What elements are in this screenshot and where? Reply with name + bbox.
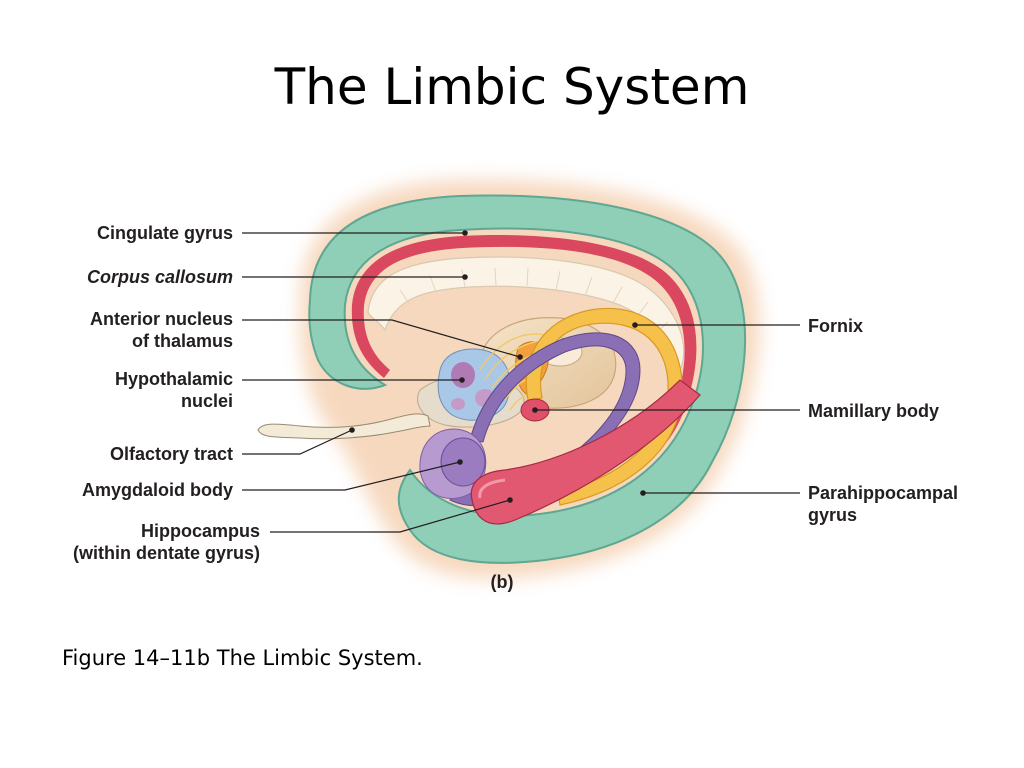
stria-terminalis-shape: [449, 332, 641, 507]
label-anterior-nucleus-line2: of thalamus: [132, 331, 233, 351]
cingulate-gyrus-shape: [308, 194, 747, 564]
slide-title: The Limbic System: [274, 58, 750, 116]
figure-caption: Figure 14–11b The Limbic System.: [62, 646, 423, 670]
labels-left: Cingulate gyrus Corpus callosum Anterior…: [73, 223, 260, 563]
label-parahippocampal-gyrus-line2: gyrus: [808, 505, 857, 525]
label-hippocampus-line2: (within dentate gyrus): [73, 543, 260, 563]
label-hypothalamic-nuclei-line1: Hypothalamic: [115, 369, 233, 389]
panel-label: (b): [491, 572, 514, 592]
label-cingulate-gyrus: Cingulate gyrus: [97, 223, 233, 243]
olfactory-tract-shape: [257, 413, 431, 440]
label-hippocampus-line1: Hippocampus: [141, 521, 260, 541]
label-fornix: Fornix: [808, 316, 863, 336]
label-anterior-nucleus-line1: Anterior nucleus: [90, 309, 233, 329]
label-parahippocampal-gyrus-line1: Parahippocampal: [808, 483, 958, 503]
fornix-shape: [525, 308, 683, 506]
labels-right: Fornix Mamillary body Parahippocampal gy…: [808, 316, 958, 525]
leader-lines-right: [532, 322, 800, 496]
label-mamillary-body: Mamillary body: [808, 401, 939, 421]
leader-lines-left: [242, 230, 523, 533]
hippocampus-shape: [470, 379, 701, 525]
label-hypothalamic-nuclei-line2: nuclei: [181, 391, 233, 411]
label-corpus-callosum: Corpus callosum: [87, 267, 233, 287]
label-olfactory-tract: Olfactory tract: [110, 444, 233, 464]
corpus-callosum-shape: [367, 256, 685, 372]
label-amygdaloid-body: Amygdaloid body: [82, 480, 233, 500]
red-band-shape: [351, 235, 697, 501]
